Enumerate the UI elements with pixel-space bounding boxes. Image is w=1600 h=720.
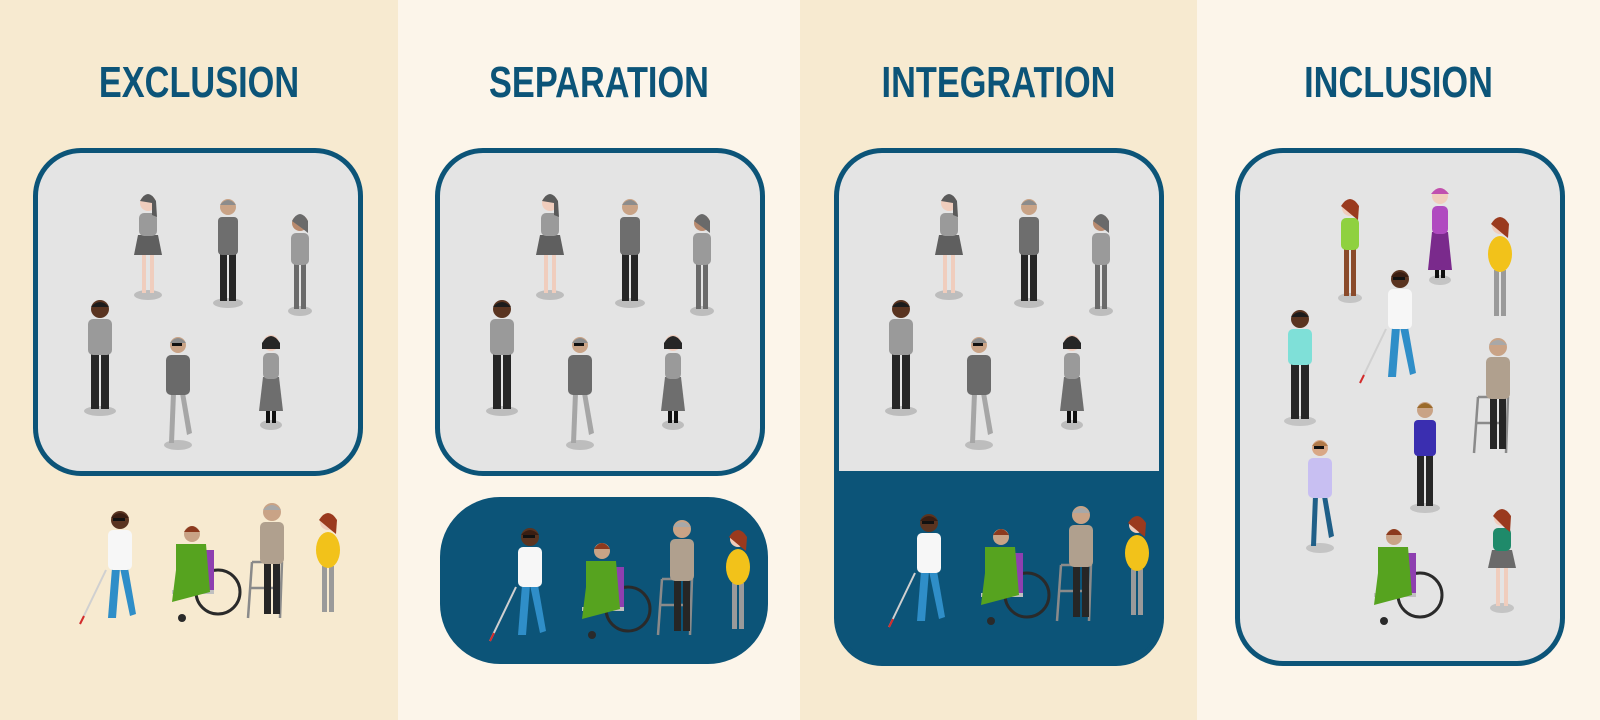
panel-title: EXCLUSION bbox=[98, 58, 300, 107]
panel-exclusion: EXCLUSION bbox=[0, 0, 398, 720]
shared-group-box bbox=[834, 148, 1164, 666]
majority-group-box bbox=[435, 148, 765, 476]
panel-inclusion: INCLUSION bbox=[1197, 0, 1600, 720]
panel-title: SEPARATION bbox=[489, 58, 709, 107]
panel-separation: SEPARATION bbox=[398, 0, 800, 720]
majority-people-illustration bbox=[38, 153, 358, 473]
majority-people-illustration bbox=[839, 153, 1159, 473]
majority-zone bbox=[839, 153, 1159, 471]
minority-people-illustration bbox=[40, 490, 360, 650]
majority-group-box bbox=[33, 148, 363, 476]
panel-title: INCLUSION bbox=[1304, 58, 1493, 107]
mixed-people-illustration bbox=[1240, 153, 1560, 663]
minority-people-illustration bbox=[440, 497, 760, 657]
mixed-group-box bbox=[1235, 148, 1565, 666]
panel-integration: INTEGRATION bbox=[800, 0, 1197, 720]
panel-title: INTEGRATION bbox=[881, 58, 1116, 107]
majority-people-illustration bbox=[440, 153, 760, 473]
minority-group-box bbox=[440, 497, 768, 664]
minority-people-illustration bbox=[849, 493, 1164, 653]
